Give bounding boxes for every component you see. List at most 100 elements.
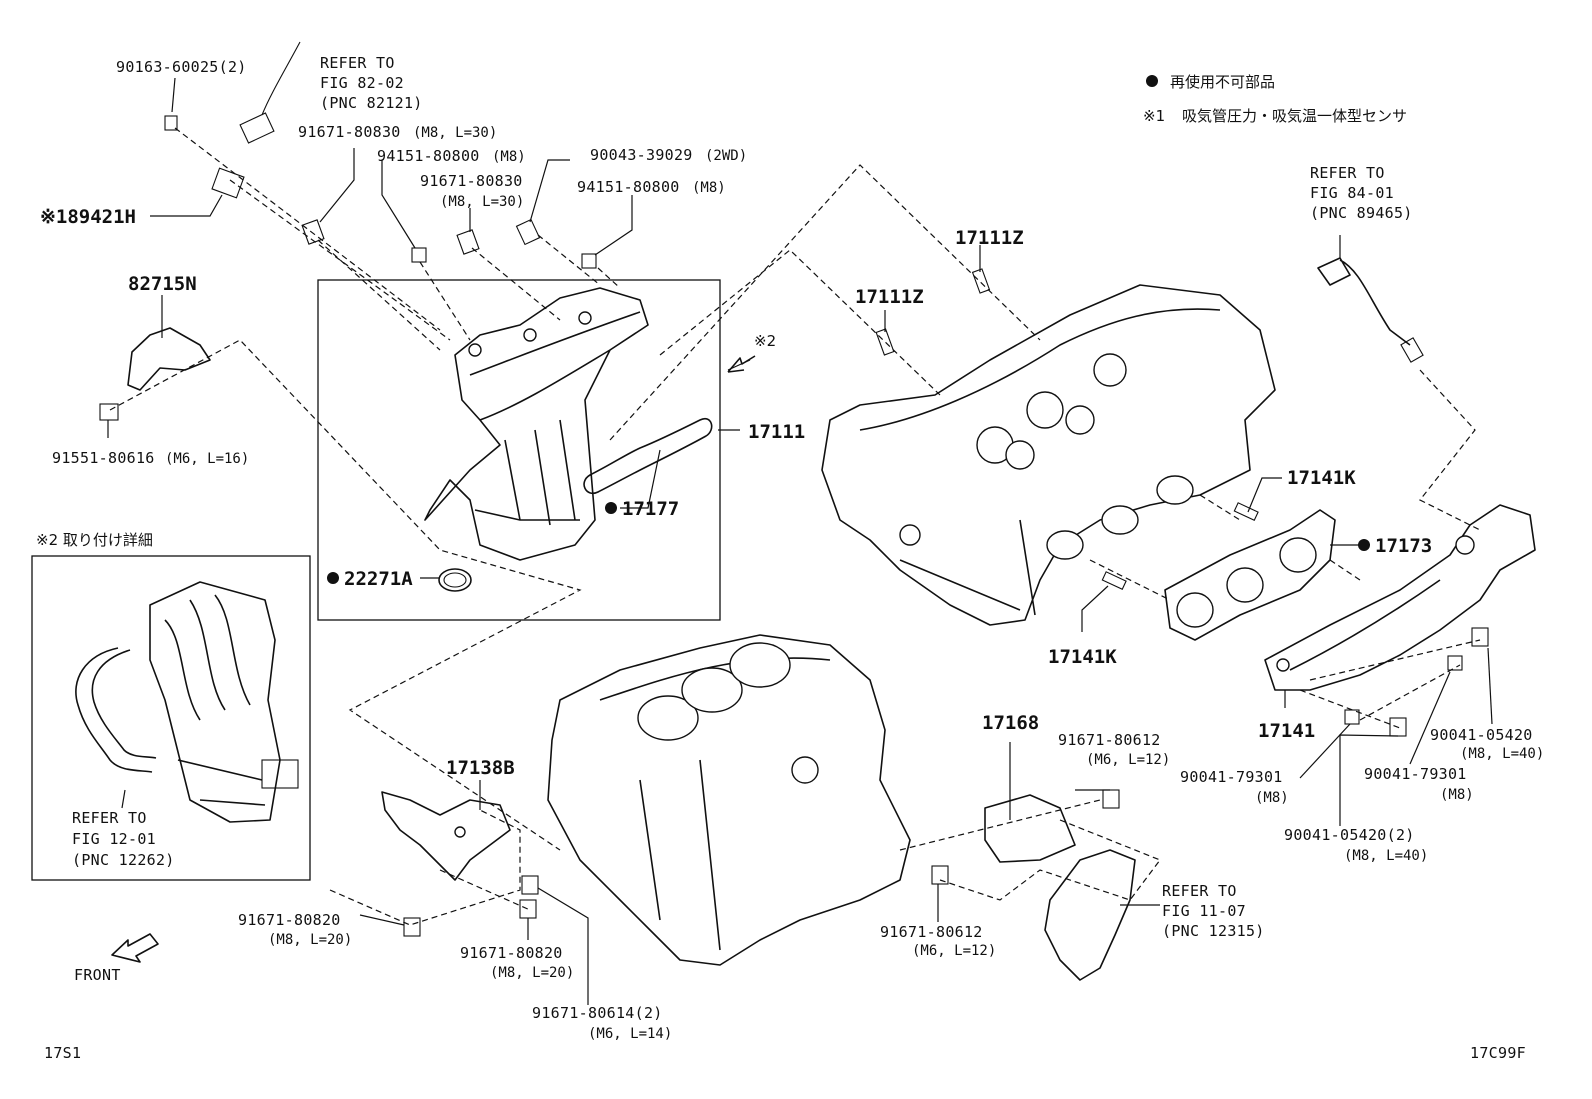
label-17168: 17168: [982, 712, 1039, 734]
label-refer-11-line2: FIG 11-07: [1162, 902, 1246, 920]
stud-17111z-b-drawing: [875, 328, 895, 356]
cylinder-bore-2-icon: [681, 667, 743, 713]
label-94151-80800-b-spec: (M8): [692, 180, 726, 196]
non-reusable-dot-17173-icon: [1358, 539, 1370, 551]
cam-journal-3-icon: [1093, 353, 1127, 387]
intake-port-2-icon: [523, 328, 537, 342]
bolt-91671-80820-b-icon: [519, 899, 537, 919]
cam-journal-5-icon: [1065, 405, 1095, 435]
label-91551-80616-spec: (M6, L=16): [165, 451, 249, 467]
detail-sensor-drawing: [261, 759, 299, 789]
stud-90043-icon: [515, 218, 541, 246]
bolt-90041-05420-a-icon: [1471, 627, 1489, 647]
fasteners: [99, 115, 1489, 937]
label-17141k-a: 17141K: [1287, 467, 1356, 489]
label-refer-11-line1: REFER TO: [1162, 882, 1237, 900]
label-22271a: 22271A: [344, 568, 413, 590]
detail-box-title: ※2 取り付け詳細: [36, 531, 153, 549]
detail-leader: [121, 789, 126, 809]
label-refer-82-line3: (PNC 82121): [320, 94, 423, 112]
label-91671-80820-a: 91671-80820: [238, 911, 341, 929]
engine-mount-bracket-drawing: [1044, 849, 1136, 981]
detail-refer-line2: FIG 12-01: [72, 830, 156, 848]
exhaust-port-2-icon: [1101, 505, 1139, 535]
non-reusable-dot-icon: [1146, 75, 1158, 87]
label-17111z-b: 17111Z: [855, 286, 924, 308]
cover-17168-drawing: [984, 794, 1076, 863]
intake-gasket-drawing: [583, 417, 713, 495]
bracket-17138b-hole-icon: [454, 826, 466, 838]
bolt-91671-80614-icon: [521, 875, 539, 895]
head-hole-icon: [899, 524, 921, 546]
map-sensor-drawing: [211, 167, 245, 199]
nut-90041-79301-b-icon: [1447, 655, 1463, 671]
bolt-91551-icon: [99, 403, 119, 421]
label-91671-80614: 91671-80614(2): [532, 1004, 663, 1022]
label-91671-80614-spec: (M6, L=14): [588, 1026, 672, 1042]
label-90041-05420-a-spec: (M8, L=40): [1460, 746, 1544, 762]
non-reusable-dot-22271a-icon: [327, 572, 339, 584]
label-17141k-b: 17141K: [1048, 646, 1117, 668]
o-ring-inner: [443, 572, 467, 588]
stud-17141k-b-drawing: [1101, 571, 1127, 591]
label-17111: 17111: [748, 421, 805, 443]
exhaust-gasket-port-2-icon: [1226, 567, 1264, 603]
label-89421h: ※189421H: [40, 206, 136, 228]
nut-94151-a-icon: [411, 247, 427, 263]
label-90043-39029-spec: (2WD): [705, 148, 747, 164]
front-arrow-icon: [111, 933, 159, 963]
sensor-connector-drawing: [239, 112, 275, 144]
bolt-90163-icon: [164, 115, 178, 131]
stud-17141k-a-drawing: [1233, 502, 1259, 522]
label-90041-05420-b: 90041-05420(2): [1284, 826, 1415, 844]
label-91671-80820-b: 91671-80820: [460, 944, 563, 962]
label-note2-arrow: ※2: [754, 332, 776, 350]
exhaust-gasket-port-1-icon: [1176, 592, 1214, 628]
detail-box-frame: [31, 555, 311, 881]
stud-17111z-a-drawing: [971, 268, 991, 294]
bolt-91671-80820-a-icon: [403, 917, 421, 937]
label-91671-80830-a: 91671-80830: [298, 123, 401, 141]
detail-refer-line3: (PNC 12262): [72, 851, 175, 869]
installation-detail-box: ※2 取り付け詳細 REFER TO FIG 12-01 (PNC 12262): [31, 531, 311, 881]
exhaust-outlet-icon: [1455, 535, 1475, 555]
cam-journal-4-icon: [1005, 440, 1035, 470]
detail-hose-drawing: [75, 647, 157, 773]
oxygen-sensor-drawing: [1317, 257, 1411, 346]
legend: 再使用不可部品 ※1 吸気管圧力・吸気温一体型センサ: [1143, 73, 1407, 125]
label-90041-79301-b: 90041-79301: [1364, 765, 1467, 783]
intake-port-3-icon: [578, 311, 592, 325]
o-ring-drawing: [438, 568, 472, 592]
label-90163-60025: 90163-60025(2): [116, 58, 247, 76]
label-refer-82-line1: REFER TO: [320, 54, 395, 72]
exhaust-port-1-icon: [1046, 530, 1084, 560]
non-reusable-dot-17177-icon: [605, 502, 617, 514]
bolt-91671-80830-b-icon: [456, 229, 480, 255]
label-90041-05420-b-spec: (M8, L=40): [1344, 848, 1428, 864]
detail-manifold-drawing: [149, 581, 281, 823]
exhaust-gasket-port-3-icon: [1279, 537, 1317, 573]
label-17177: 17177: [622, 498, 679, 520]
label-91671-80830-b-spec: (M8, L=30): [440, 194, 524, 210]
label-refer-11-line3: (PNC 12315): [1162, 922, 1265, 940]
legend-note1-mark: ※1: [1143, 107, 1165, 125]
legend-non-reusable-text: 再使用不可部品: [1170, 73, 1275, 91]
cam-journal-2-icon: [1026, 391, 1064, 429]
label-front: FRONT: [74, 966, 121, 984]
label-17138b: 17138B: [446, 757, 515, 779]
cylinder-head-drawing: [821, 284, 1276, 626]
bolt-91671-80612-b-icon: [931, 865, 949, 885]
nut-94151-b-icon: [581, 253, 597, 269]
oxygen-sensor-body: [1400, 337, 1424, 363]
label-refer-84-line3: (PNC 89465): [1310, 204, 1413, 222]
assembly-lines: [109, 127, 1481, 926]
label-refer-82-line2: FIG 82-02: [320, 74, 404, 92]
label-90041-79301-b-spec: (M8): [1440, 787, 1474, 803]
label-91671-80612-a-spec: (M6, L=12): [1086, 752, 1170, 768]
label-91671-80830-b: 91671-80830: [420, 172, 523, 190]
label-91671-80820-b-spec: (M8, L=20): [490, 965, 574, 981]
label-refer-84-line1: REFER TO: [1310, 164, 1385, 182]
label-91671-80830-a-spec: (M8, L=30): [413, 125, 497, 141]
label-91671-80820-a-spec: (M8, L=20): [268, 932, 352, 948]
exhaust-stud-hole-icon: [1276, 658, 1290, 672]
